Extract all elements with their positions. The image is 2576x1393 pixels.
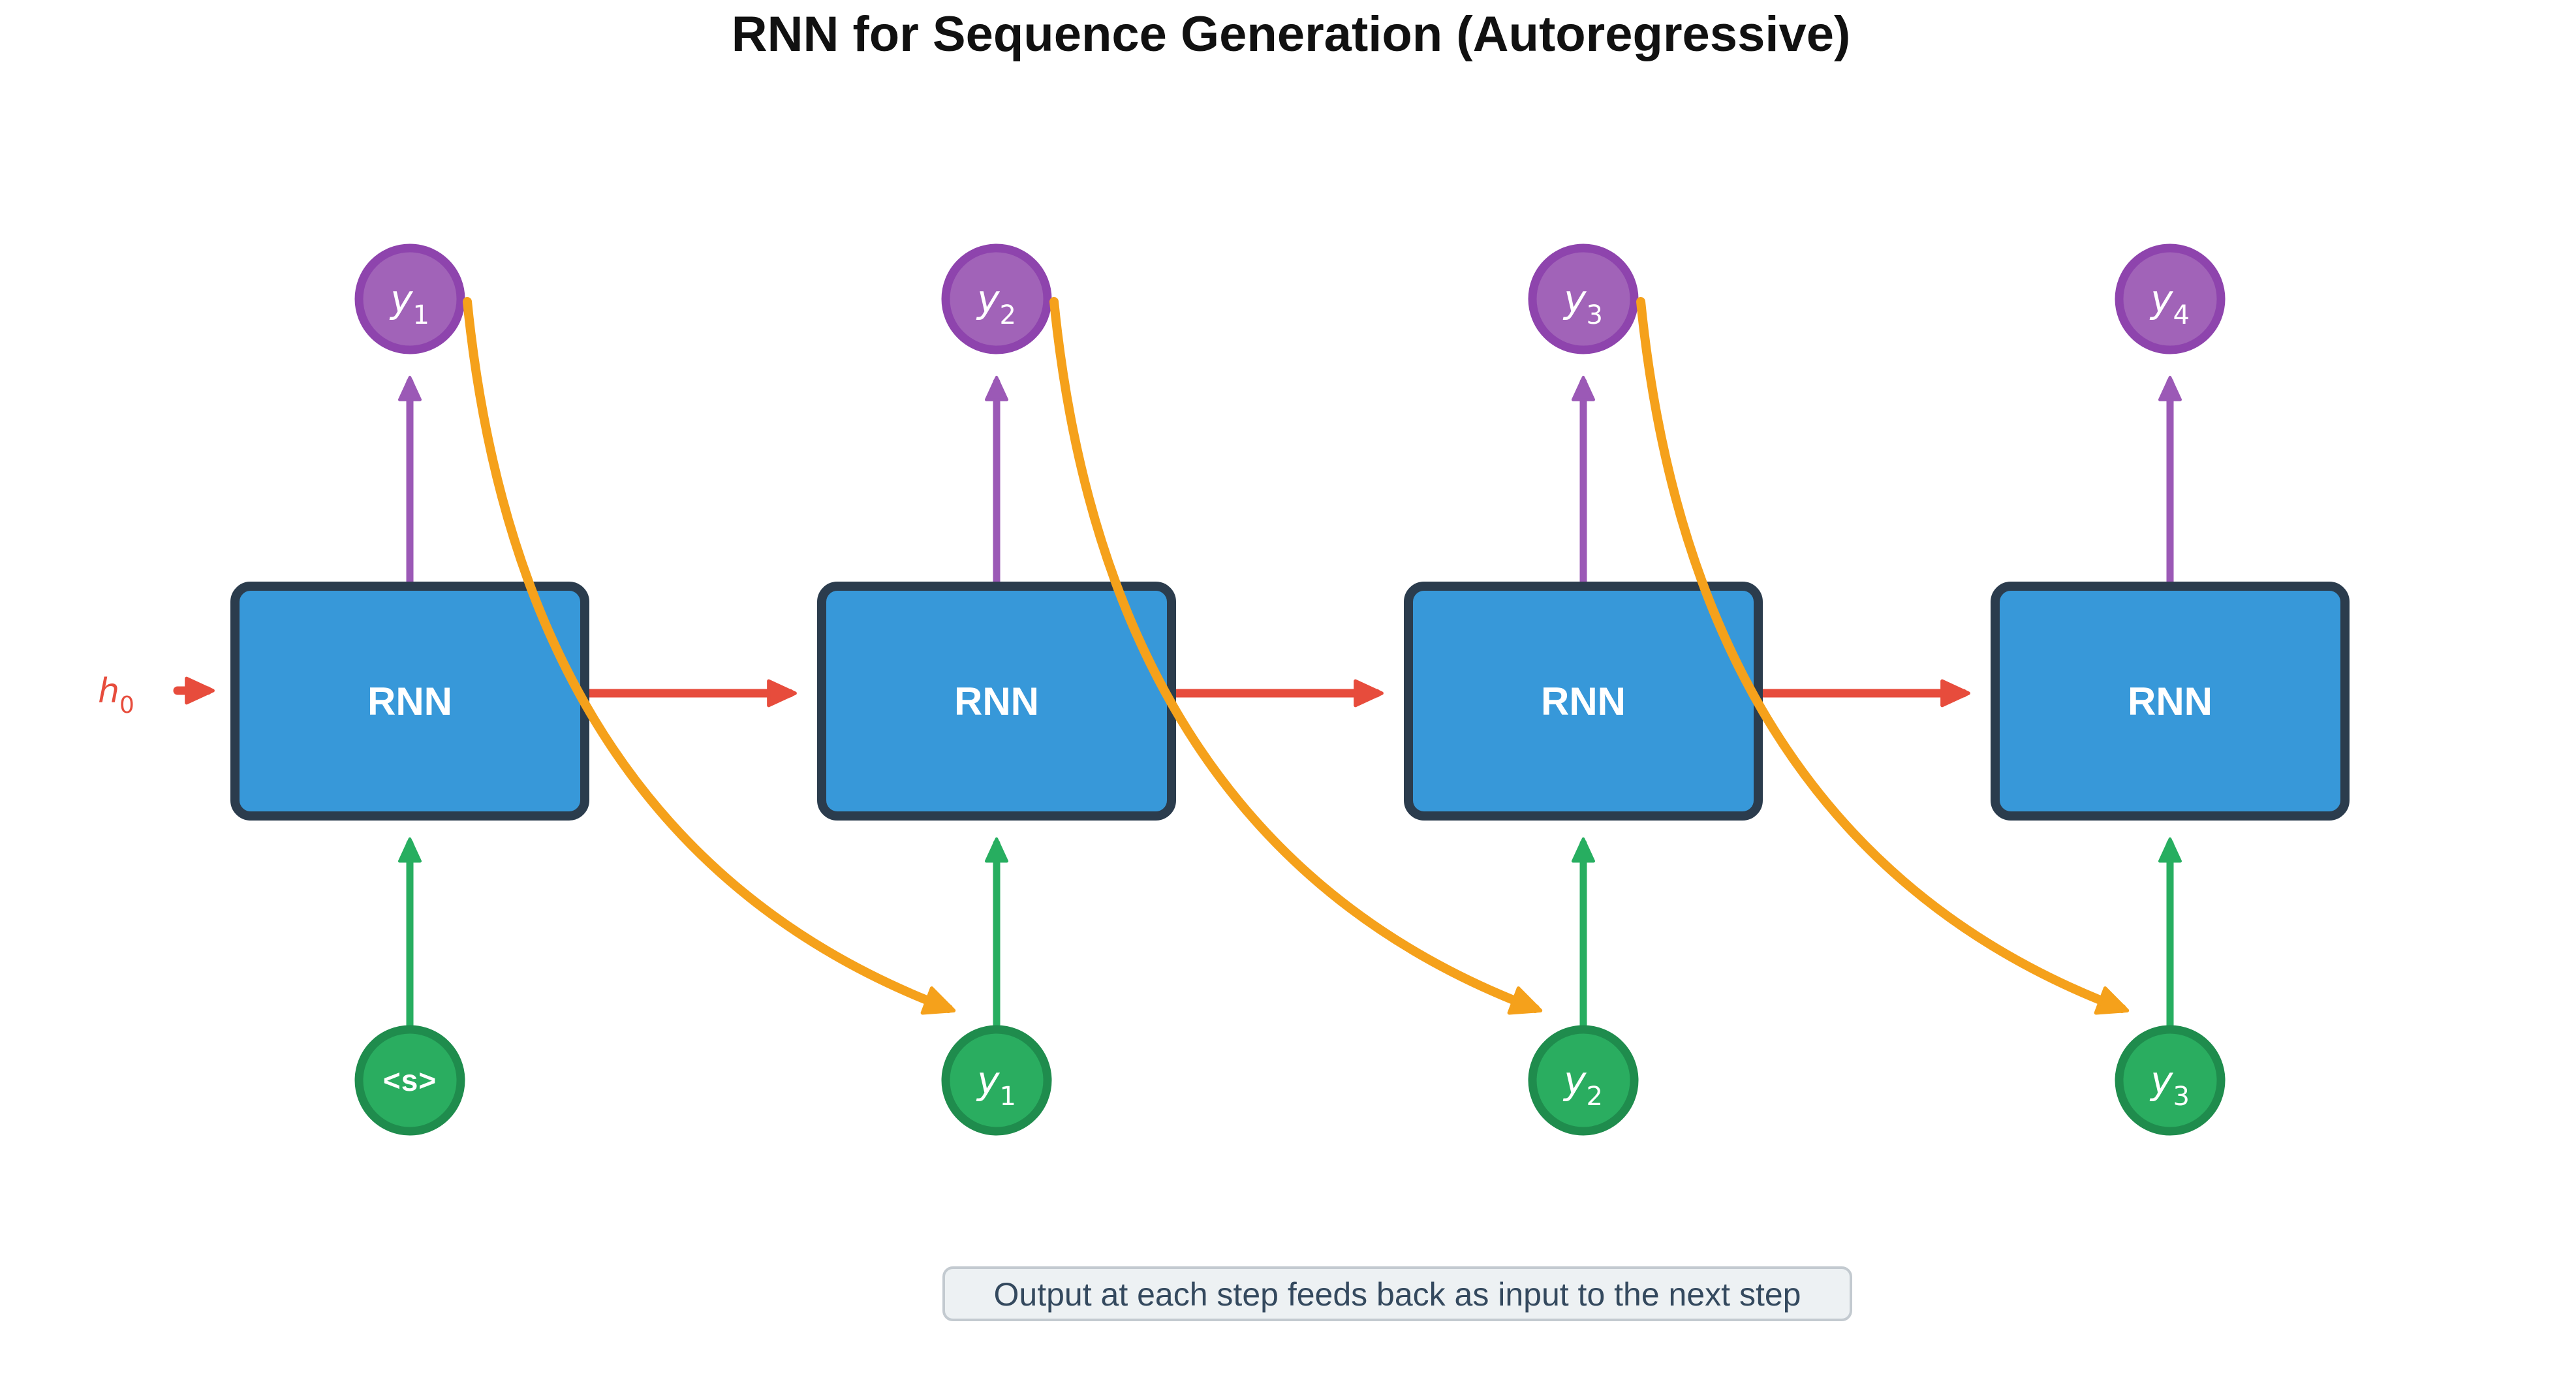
output-label-4: y4 [2149,277,2190,330]
input-label-3-subscript: 2 [1586,1082,1602,1112]
rnn-block-label-2: RNN [954,680,1039,723]
diagram-title: RNN for Sequence Generation (Autoregress… [732,7,1851,62]
input-label-2: y1 [976,1058,1016,1112]
input-node-1 [354,1025,465,1136]
step-3: RNN y3 y2 [1404,243,1763,1136]
output-label-4-base: y [2149,277,2173,321]
feedback-arrow-1-2 [463,297,956,1015]
rnn-block-label-1: RNN [367,680,452,723]
h0-subscript: 0 [119,692,134,719]
input-label-2-base: y [976,1058,1000,1103]
input-label-4-base: y [2149,1058,2173,1103]
rnn-block-4 [1991,582,2350,821]
input-node-3 [1528,1025,1639,1136]
initial-hidden-state: h0 [98,672,215,719]
output-node-2 [941,243,1052,354]
output-label-3-base: y [1562,277,1587,321]
input-label-4: y3 [2149,1058,2190,1112]
output-label-3-subscript: 3 [1586,300,1602,330]
input-label-2-subscript: 1 [999,1082,1016,1112]
output-node-4 [2115,243,2226,354]
output-label-1: y1 [389,277,429,330]
input-node-2 [941,1025,1052,1136]
input-label-4-subscript: 3 [2173,1082,2189,1112]
caption: Output at each step feeds back as input … [942,1266,1852,1321]
step-4: RNN y4 y3 [1991,243,2350,1136]
input-label-3: y2 [1562,1058,1603,1112]
caption-text: Output at each step feeds back as input … [994,1276,1801,1313]
rnn-block-label-3: RNN [1541,680,1626,723]
output-label-3: y3 [1562,277,1603,330]
caption-box [942,1266,1852,1321]
step-2: RNN y2 y1 [817,243,1176,1136]
feedback-arrow-3-4 [1636,297,2130,1015]
output-label-2-base: y [976,277,1000,321]
step-1: RNN y1 <s> [230,243,589,1136]
output-label-4-subscript: 4 [2173,300,2189,330]
feedback-arrow-2-3 [1049,297,1543,1015]
output-node-3 [1528,243,1639,354]
input-label-3-base: y [1562,1058,1587,1103]
h0-label: h0 [98,672,134,719]
output-label-2: y2 [976,277,1016,330]
input-node-4 [2115,1025,2226,1136]
output-label-1-subscript: 1 [412,300,429,330]
input-label-1: <s> [383,1063,437,1097]
output-label-1-base: y [389,277,413,321]
h0-base: h [98,672,119,711]
output-node-1 [354,243,465,354]
output-label-2-subscript: 2 [999,300,1016,330]
rnn-block-label-4: RNN [2128,680,2212,723]
